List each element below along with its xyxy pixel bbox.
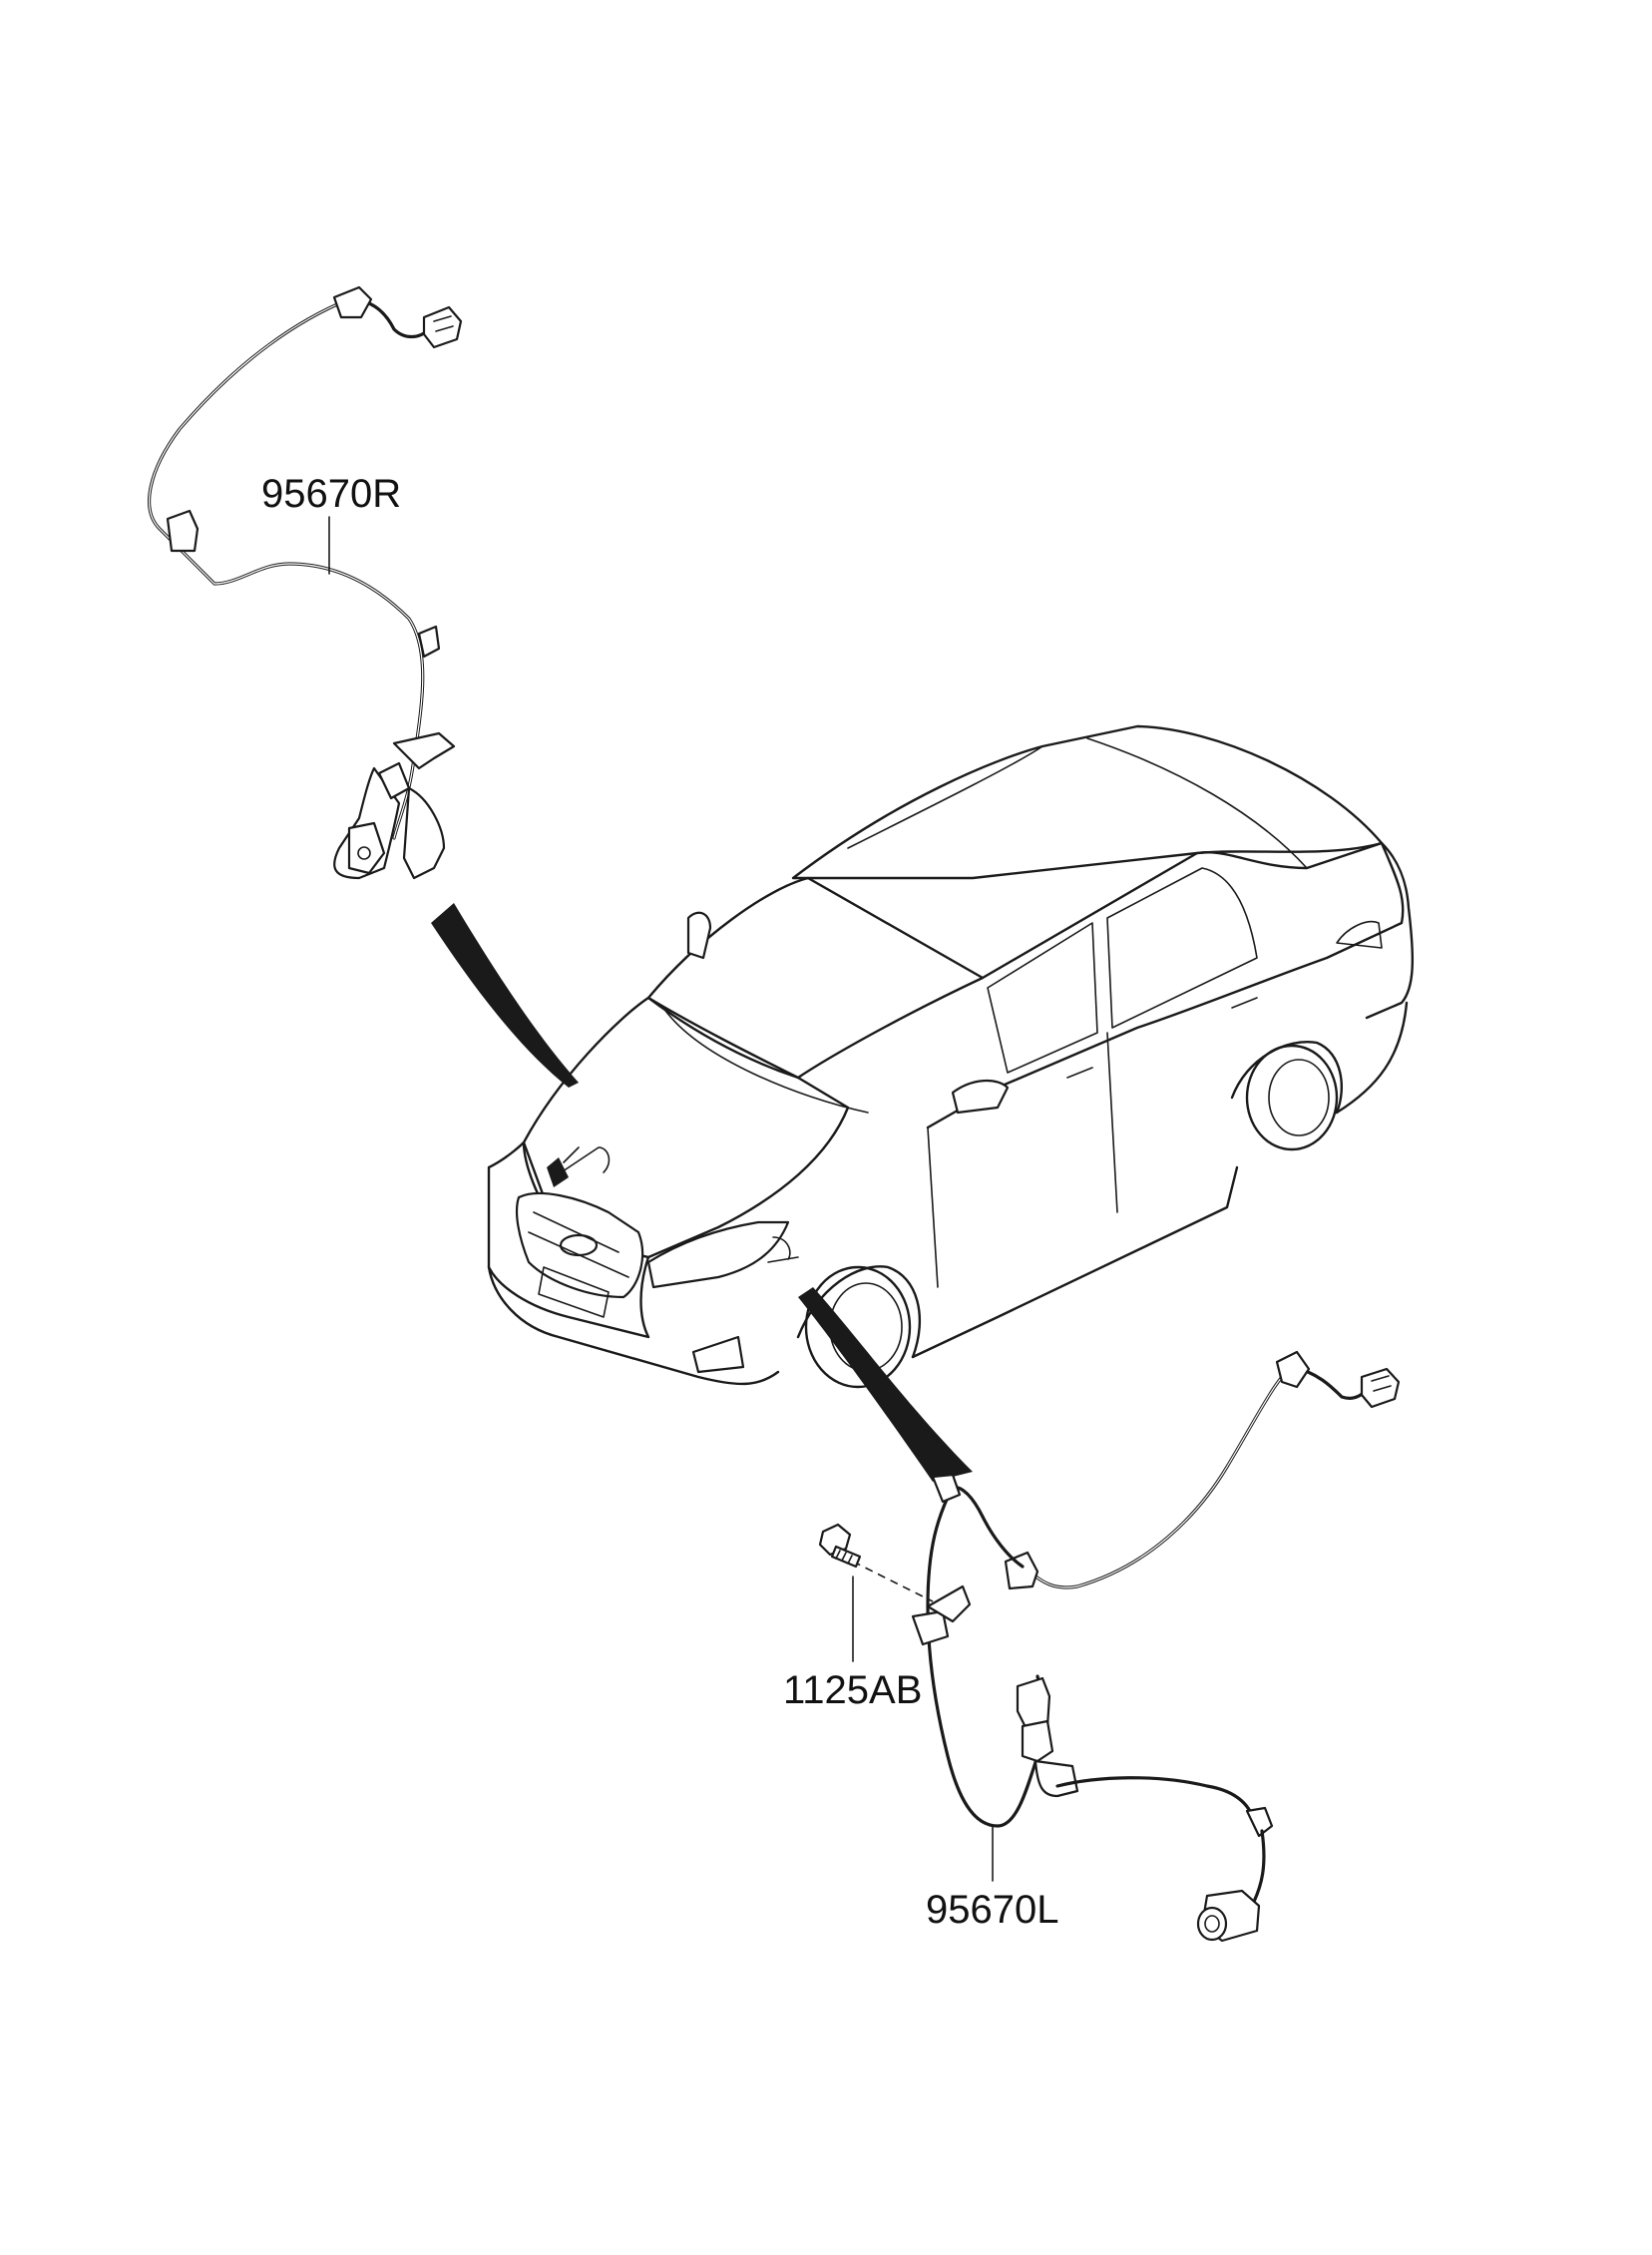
bolt-1125ab[interactable] [818, 1523, 862, 1569]
car-illustration [487, 724, 1415, 1389]
label-95670r: 95670R [261, 472, 401, 516]
pointer-wedge-right [431, 903, 579, 1088]
wheel-speed-sensor-left[interactable] [852, 1350, 1401, 1943]
wheel-speed-sensor-right[interactable] [148, 285, 463, 880]
label-95670l: 95670L [926, 1888, 1058, 1932]
label-1125ab: 1125AB [783, 1668, 922, 1712]
pointer-wedge-left [798, 1287, 973, 1482]
